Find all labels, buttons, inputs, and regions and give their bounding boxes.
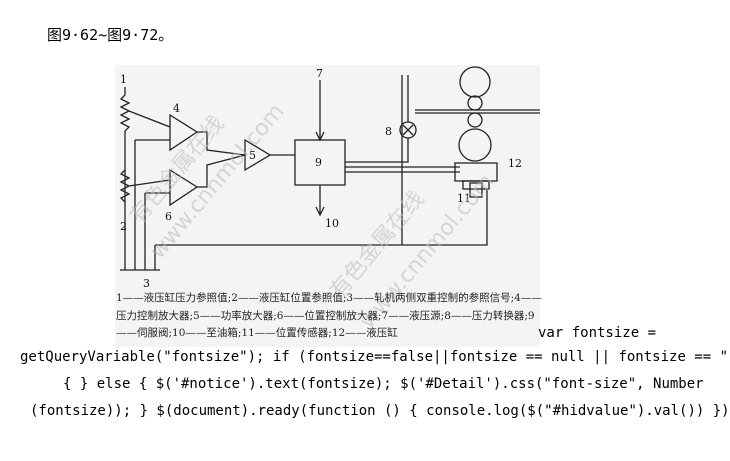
code-line-4: (fontsize)); } $(document).ready(functio…: [30, 403, 730, 419]
label-8: 8: [385, 125, 392, 138]
figure-legend: 1——液压缸压力参照值;2——液压缸位置参照值;3——轧机两侧双重控制的参照信号…: [116, 292, 542, 339]
label-10: 10: [325, 217, 339, 230]
label-9: 9: [315, 156, 322, 169]
label-12: 12: [508, 157, 522, 170]
hydraulic-control-diagram: 1 2 3 4 5 6 7 8 9 10 11 12 有色金属在线 www.cn…: [115, 65, 540, 347]
label-11: 11: [457, 192, 471, 205]
label-1: 1: [120, 73, 127, 86]
code-line-2: getQueryVariable("fontsize"); if (fontsi…: [20, 349, 730, 365]
label-3: 3: [143, 277, 150, 290]
diagram-lines: [119, 66, 540, 271]
code-line-1: var fontsize =: [538, 325, 657, 341]
label-5: 5: [249, 149, 256, 162]
label-2: 2: [120, 220, 127, 233]
diagram-labels: 1 2 3 4 5 6 7 8 9 10 11 12: [120, 67, 522, 290]
code-line-3: { } else { $('#notice').text(fontsize); …: [63, 376, 704, 392]
label-6: 6: [165, 210, 172, 223]
label-7: 7: [316, 67, 323, 80]
label-4: 4: [173, 102, 180, 115]
caption: 图9·62~图9·72。: [47, 26, 174, 44]
